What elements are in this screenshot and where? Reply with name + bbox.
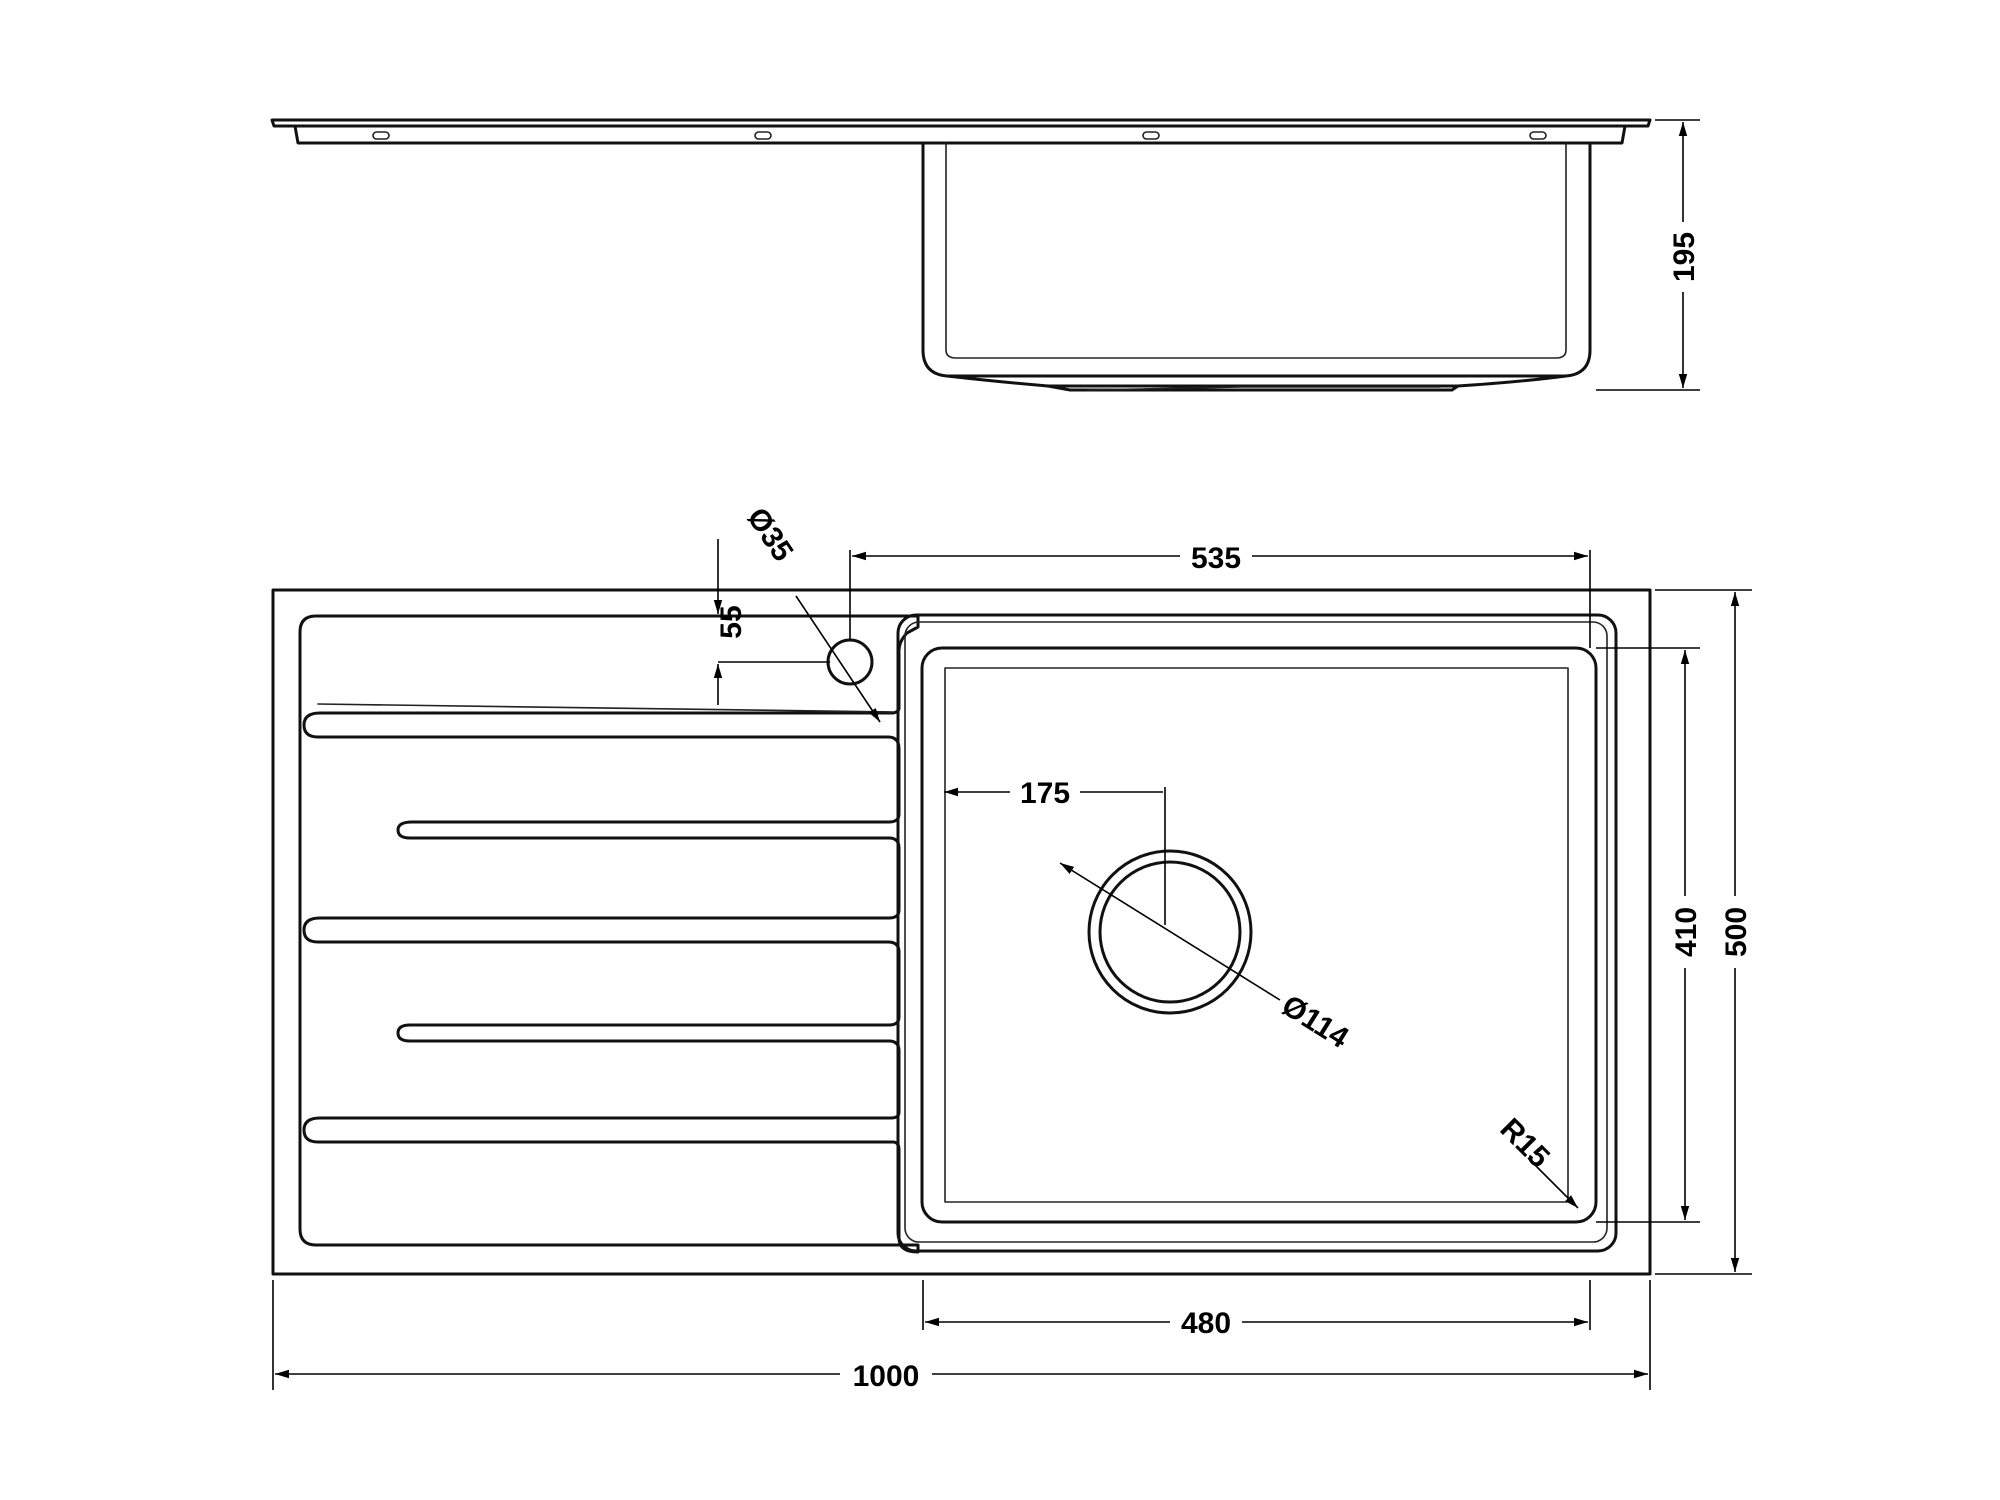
side-bowl-inner: [945, 142, 1567, 359]
clip-slot: [1529, 131, 1547, 140]
side-deck-plate: [270, 118, 1652, 128]
hole-offset-label: 55: [715, 605, 748, 638]
bowl-flange-inner: [904, 621, 1608, 1243]
drainer-outline: [298, 614, 920, 1254]
clip-slot: [372, 131, 390, 140]
side-bowl: [921, 141, 1592, 378]
overall-depth-label: 500: [1720, 907, 1753, 957]
bowl-outline: [920, 646, 1598, 1224]
bowl-inner-edge: [944, 667, 1569, 1203]
drain-diameter-leader: [1059, 862, 1281, 1001]
drain-outer: [1087, 849, 1253, 1015]
hole-diameter-leader: [795, 595, 881, 723]
bowl-position-label: 535: [1191, 542, 1241, 575]
deck-outline: [271, 588, 1652, 1276]
side-view: 195: [270, 118, 1705, 392]
corner-radius-leader: [1527, 1157, 1579, 1209]
side-bowl-taper: [945, 374, 1568, 388]
side-deck-lip: [293, 124, 1627, 145]
clip-slot: [1142, 131, 1160, 140]
drain-diameter-label: Ø114: [1276, 989, 1355, 1055]
drainer-lip: [317, 703, 894, 713]
drain-offset-label: 175: [1020, 777, 1070, 810]
bowl-flange: [896, 613, 1618, 1253]
drain-inner: [1098, 860, 1242, 1004]
overall-width-label: 1000: [853, 1360, 920, 1393]
clip-slot: [754, 131, 772, 140]
corner-radius-label: R15: [1494, 1112, 1556, 1174]
side-drain: [1046, 384, 1460, 392]
height-dimension-label: 195: [1668, 232, 1701, 282]
bowl-width-label: 480: [1181, 1307, 1231, 1340]
side-drain-inner: [1087, 386, 1441, 391]
hole-diameter-label: Ø35: [740, 502, 799, 567]
plan-view: Ø35 55 535 175 Ø114 R15 410 50: [271, 502, 1755, 1393]
bowl-depth-label: 410: [1670, 907, 1703, 957]
